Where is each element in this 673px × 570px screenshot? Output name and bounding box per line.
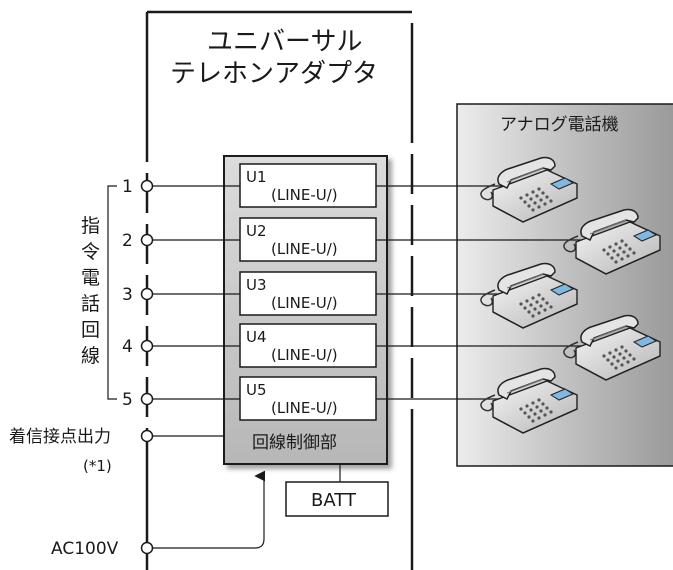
unit-type: (LINE-U/) bbox=[271, 294, 338, 312]
line-group-label: 指 令 電 話 回 線 bbox=[81, 215, 100, 367]
unit-box-1: U1 (LINE-U/) bbox=[239, 163, 377, 208]
port-number-1: 1 bbox=[122, 177, 133, 197]
svg-text:令: 令 bbox=[81, 241, 100, 263]
connection-lines bbox=[153, 185, 590, 549]
adapter-title-line1: ユニバーサル bbox=[207, 27, 362, 57]
svg-text:指: 指 bbox=[81, 215, 100, 237]
unit-box-5: U5 (LINE-U/) bbox=[239, 376, 377, 421]
power-label: AC100V bbox=[51, 539, 119, 559]
contact-output-note: (*1) bbox=[83, 457, 112, 475]
svg-text:電: 電 bbox=[81, 267, 100, 289]
unit-type: (LINE-U/) bbox=[271, 399, 338, 417]
unit-box-2: U2 (LINE-U/) bbox=[239, 217, 377, 262]
unit-box-3: U3 (LINE-U/) bbox=[239, 271, 377, 316]
unit-id: U1 bbox=[246, 168, 267, 186]
unit-id: U2 bbox=[246, 222, 267, 240]
unit-type: (LINE-U/) bbox=[271, 186, 338, 204]
unit-id: U5 bbox=[246, 381, 267, 399]
port-terminals bbox=[140, 179, 154, 555]
unit-id: U3 bbox=[246, 276, 267, 294]
unit-box-4: U4 (LINE-U/) bbox=[239, 323, 377, 368]
svg-text:線: 線 bbox=[81, 345, 100, 367]
line-group-bracket bbox=[107, 185, 117, 400]
line-controller-label: 回線制御部 bbox=[252, 433, 337, 453]
port-number-5: 5 bbox=[122, 390, 133, 410]
port-number-2: 2 bbox=[122, 231, 133, 251]
battery-box: BATT bbox=[285, 481, 389, 517]
unit-type: (LINE-U/) bbox=[271, 240, 338, 258]
unit-type: (LINE-U/) bbox=[271, 346, 338, 364]
port-number-4: 4 bbox=[122, 337, 133, 357]
analog-phones-label: アナログ電話機 bbox=[500, 115, 619, 135]
battery-label: BATT bbox=[311, 490, 357, 511]
unit-id: U4 bbox=[246, 328, 267, 346]
svg-text:話: 話 bbox=[81, 293, 100, 315]
svg-text:回: 回 bbox=[81, 319, 100, 341]
contact-output-label: 着信接点出力 bbox=[9, 427, 111, 447]
port-number-3: 3 bbox=[122, 285, 133, 305]
adapter-title-line2: テレホンアダプタ bbox=[170, 59, 378, 89]
